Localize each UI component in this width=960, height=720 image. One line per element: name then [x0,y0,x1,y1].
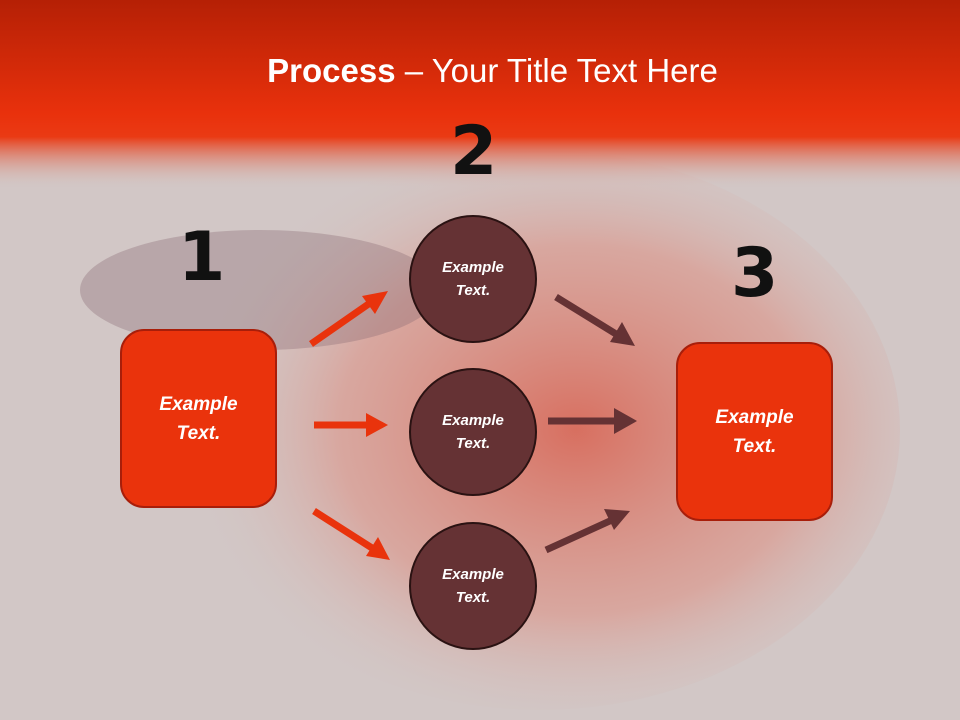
title-rest: – Your Title Text Here [395,52,718,89]
step-2-circle-top: Example Text. [409,215,537,343]
step-3-box-text: Example Text. [715,406,794,457]
circle-text: Example Text. [442,259,504,299]
arrow-box1-to-circle-middle [314,413,388,437]
arrow-circle-top-to-box3 [554,294,635,346]
circle-text: Example Text. [442,566,504,606]
step-number-3: 3 [731,234,779,313]
step-number-1: 1 [178,218,226,297]
arrow-circle-middle-to-box3 [548,408,637,434]
step-3-box: Example Text. [676,342,833,521]
page-title: Process – Your Title Text Here [0,52,960,90]
arrow-circle-bottom-to-box3 [544,509,630,554]
step-1-box: Example Text. [120,329,277,508]
step-number-2: 2 [450,112,498,191]
step-1-box-text: Example Text. [159,393,238,444]
circle-text: Example Text. [442,412,504,452]
arrow-box1-to-circle-top [309,291,388,347]
arrow-box1-to-circle-bottom [312,508,390,560]
title-bold: Process [267,52,396,89]
step-2-circle-middle: Example Text. [409,368,537,496]
step-2-circle-bottom: Example Text. [409,522,537,650]
